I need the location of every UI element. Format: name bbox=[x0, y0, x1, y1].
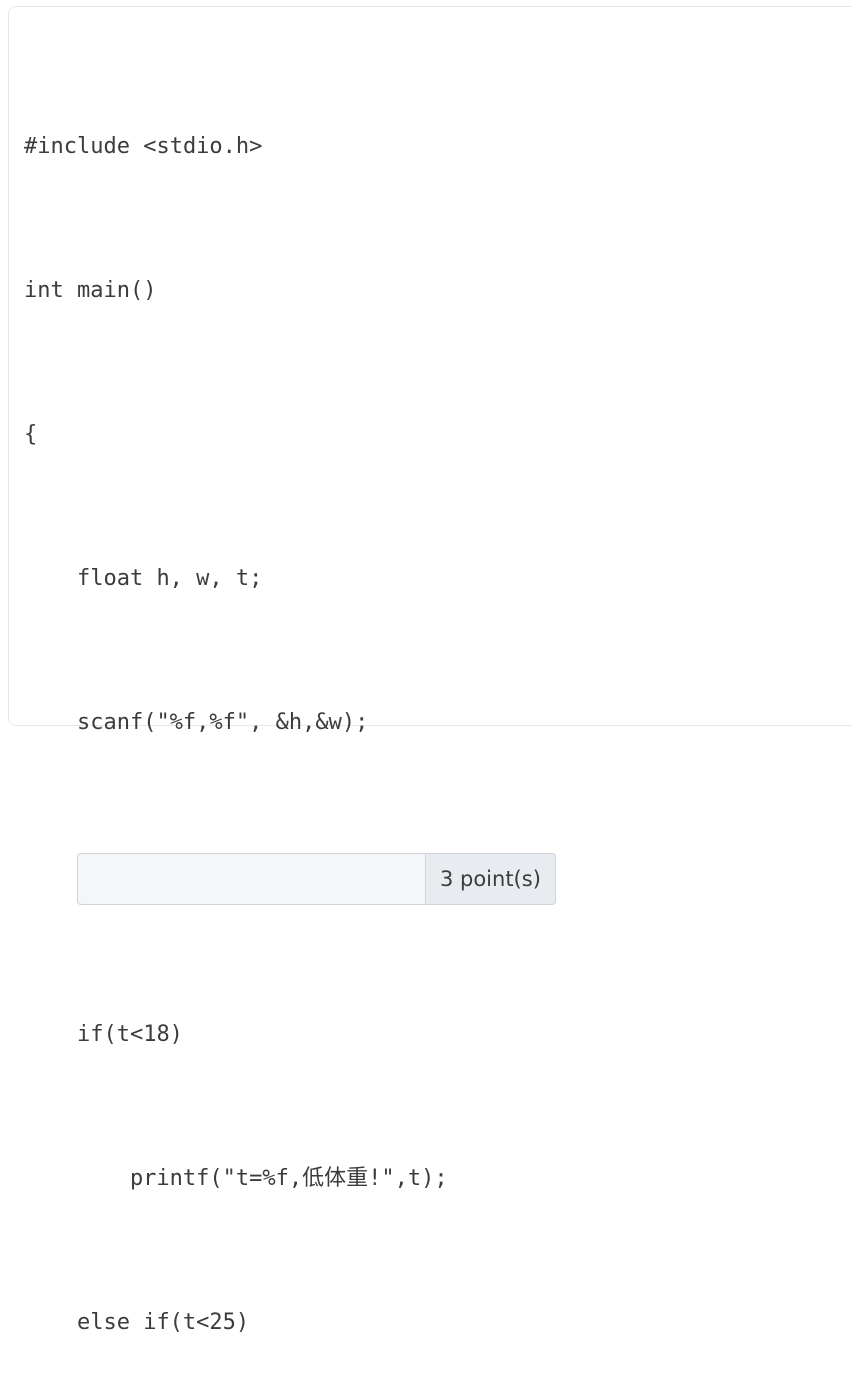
code-line-float-decl: float h, w, t; bbox=[24, 561, 852, 597]
points-badge-1: 3 point(s) bbox=[424, 853, 556, 905]
code-text: float h, w, t; bbox=[76, 566, 263, 591]
code-line-printf-underweight: printf("t=%f,低体重!",t); bbox=[24, 1161, 852, 1197]
code-line-scanf: scanf("%f,%f", &h,&w); bbox=[24, 705, 852, 741]
code-block: #include <stdio.h> int main() { float h,… bbox=[9, 21, 852, 1382]
code-text: scanf("%f,%f", &h,&w); bbox=[76, 710, 369, 735]
code-fill-in-the-blank-card: #include <stdio.h> int main() { float h,… bbox=[8, 6, 852, 1335]
blank-input-1[interactable] bbox=[76, 853, 425, 905]
code-line-main-signature: int main() bbox=[24, 278, 157, 303]
code-text: printf("t=%f,低体重!",t); bbox=[129, 1166, 448, 1191]
code-line-elseif-t25: else if(t<25) bbox=[24, 1305, 852, 1341]
code-line-blank-1: 3 point(s) bbox=[24, 849, 852, 909]
code-line-if-t18: if(t<18) bbox=[24, 1017, 852, 1053]
code-text: else if(t<25) bbox=[76, 1310, 250, 1335]
code-text: if(t<18) bbox=[76, 1022, 183, 1047]
code-line-open-brace: { bbox=[24, 422, 38, 447]
code-line-include: #include <stdio.h> bbox=[24, 134, 263, 159]
input-group-blank-1: 3 point(s) bbox=[76, 853, 556, 905]
